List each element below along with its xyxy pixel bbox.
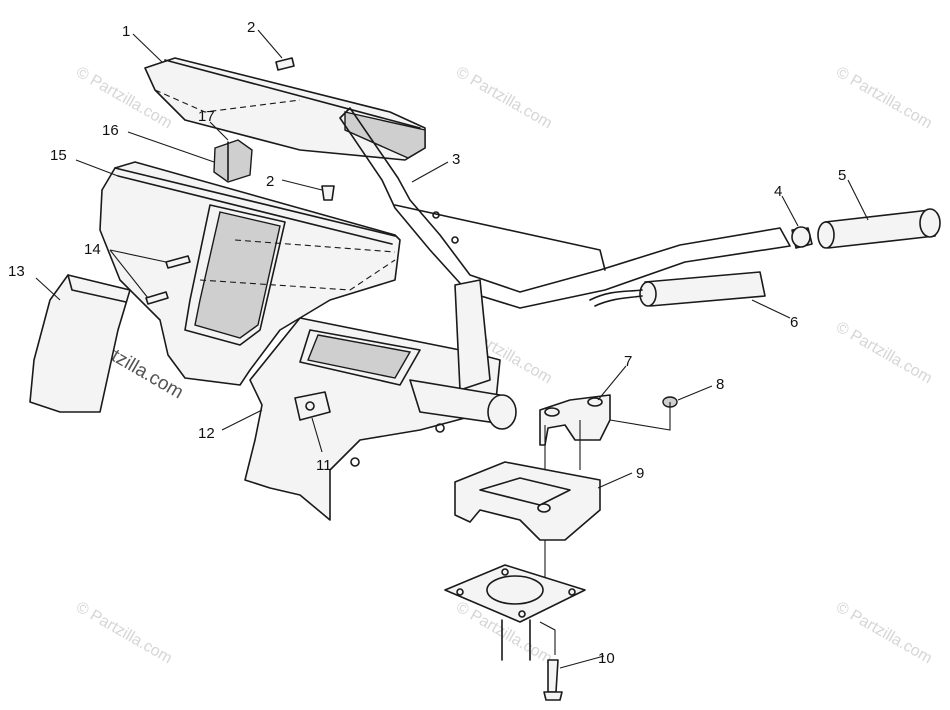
leader-lines — [35, 29, 869, 669]
front-body-panel-part — [99, 161, 401, 386]
callout-1: 1 — [122, 23, 130, 40]
callout-12: 12 — [198, 425, 215, 442]
callout-6: 6 — [790, 314, 798, 331]
side-guard-part — [29, 274, 131, 413]
callout-15: 15 — [50, 147, 67, 164]
watermark-text: © Partzilla.com — [833, 599, 935, 668]
right-grip-part — [589, 271, 766, 307]
steering-plate-part — [444, 564, 586, 661]
headlight-cover-part — [144, 57, 426, 161]
handlebar-clamp-base-part — [454, 461, 601, 541]
column-bolt-part — [543, 659, 563, 701]
callout-4: 4 — [774, 183, 782, 200]
handlebar-clamp-cap-part — [539, 394, 611, 446]
callout-9: 9 — [636, 465, 644, 482]
watermark-text: © Partzilla.com — [73, 599, 175, 668]
callout-3: 3 — [452, 151, 460, 168]
switch-part — [213, 139, 253, 183]
watermark-text: © Partzilla.com — [833, 319, 935, 388]
callout-11: 11 — [316, 457, 332, 474]
callout-13: 13 — [8, 263, 25, 280]
bracket-part — [294, 391, 331, 421]
handlebar-part — [339, 107, 791, 430]
callout-2-mid: 2 — [266, 173, 274, 190]
callout-8: 8 — [716, 376, 724, 393]
bar-end-plug-part — [791, 226, 813, 249]
callout-10: 10 — [598, 650, 615, 667]
watermark-text: © Partzilla.com — [833, 64, 935, 133]
callout-labels: 1 2 3 4 5 6 7 8 9 10 11 12 13 14 15 16 1… — [8, 19, 846, 667]
watermark-text: © Partzilla.com — [453, 64, 555, 133]
callout-14: 14 — [84, 241, 101, 258]
callout-2-top: 2 — [247, 19, 255, 36]
callout-17: 17 — [198, 108, 215, 125]
callout-5: 5 — [838, 167, 846, 184]
left-grip-part — [817, 208, 941, 249]
callout-7: 7 — [624, 353, 632, 370]
screws-part — [145, 57, 335, 305]
lower-dash-panel-part — [244, 317, 501, 521]
callout-16: 16 — [102, 122, 119, 139]
